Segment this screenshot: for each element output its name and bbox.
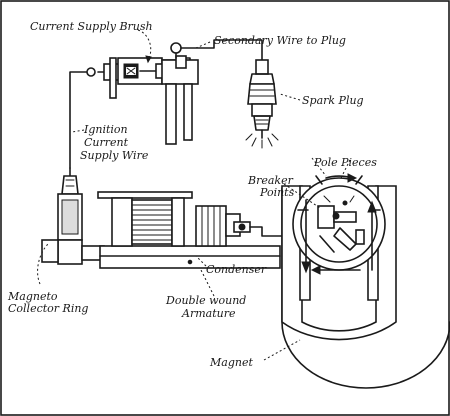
flux-arrows: [301, 173, 377, 275]
magnet-shape: [281, 185, 450, 389]
svg-text:Double wound: Double wound: [165, 294, 246, 307]
label-condenser: Condenser: [206, 263, 267, 276]
label-breaker-points: Breaker Points: [247, 174, 295, 199]
label-pole-pieces: Pole Pieces: [313, 156, 377, 169]
spark-plug-body: [245, 59, 279, 149]
condenser-body: [195, 205, 251, 247]
label-double-wound-armature: Double wound Armature: [165, 294, 246, 320]
svg-text:Spark Plug: Spark Plug: [302, 94, 364, 107]
svg-text:Magneto: Magneto: [7, 290, 58, 303]
ignition-supply-wire: [69, 67, 96, 169]
svg-text:Supply Wire: Supply Wire: [80, 149, 149, 162]
svg-text:Current: Current: [84, 136, 129, 149]
svg-text:Secondary Wire to Plug: Secondary Wire to Plug: [214, 34, 346, 47]
leader-lines: [37, 29, 351, 361]
svg-text:Condenser: Condenser: [206, 263, 267, 276]
label-secondary-wire: Secondary Wire to Plug: [214, 34, 346, 47]
svg-text:Ignition: Ignition: [83, 123, 128, 136]
svg-text:Collector Ring: Collector Ring: [8, 302, 88, 315]
svg-text:Points: Points: [259, 186, 295, 199]
svg-text:Magnet: Magnet: [209, 356, 253, 369]
label-magneto-collector-ring: Magneto Collector Ring: [7, 290, 88, 315]
breaker-points: [317, 195, 365, 253]
svg-text:Breaker: Breaker: [247, 174, 294, 187]
armature-coil: [97, 191, 193, 247]
label-magnet: Magnet: [209, 356, 253, 369]
armature-shaft: [99, 245, 281, 269]
collector-ring-assembly: [41, 167, 105, 265]
svg-text:Armature: Armature: [181, 307, 236, 320]
label-ignition-wire: Ignition Current Supply Wire: [80, 123, 149, 162]
label-current-supply-brush: Current Supply Brush: [30, 20, 153, 33]
svg-text:Pole Pieces: Pole Pieces: [313, 156, 377, 169]
label-spark-plug: Spark Plug: [302, 94, 364, 107]
svg-text:Current Supply Brush: Current Supply Brush: [30, 20, 153, 33]
secondary-wire: [180, 39, 263, 61]
